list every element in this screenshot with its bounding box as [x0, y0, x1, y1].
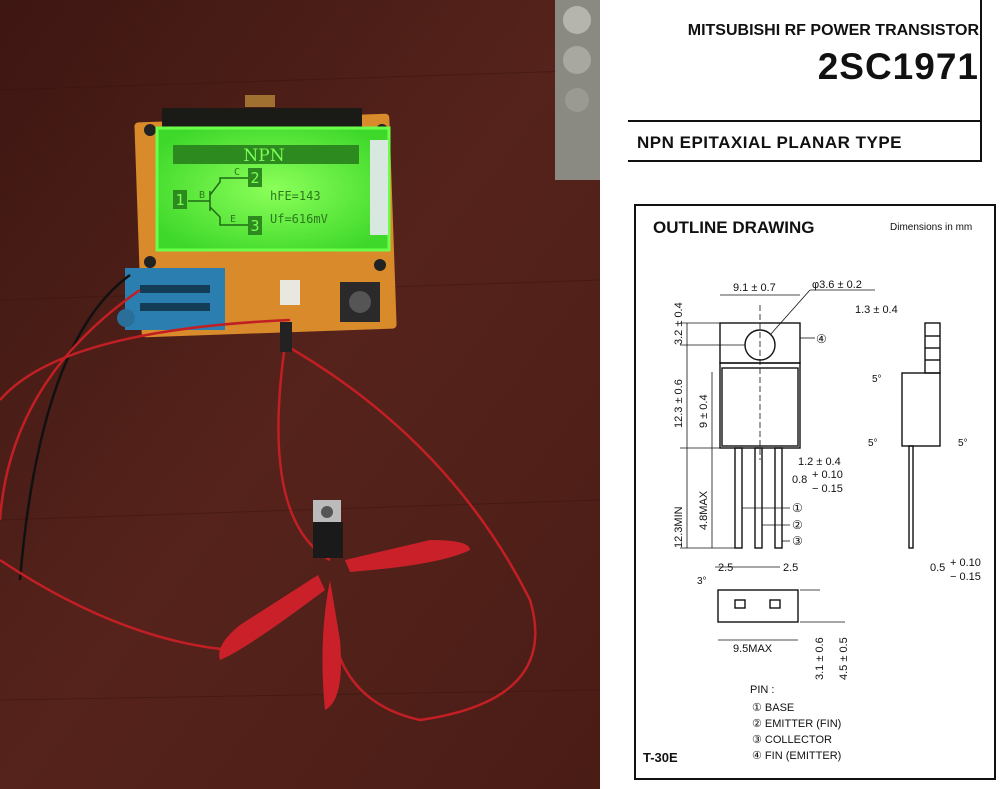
dim-lead-t: 0.5: [930, 562, 945, 574]
dim-lead-w2: 0.8: [792, 474, 807, 486]
dim-hole: φ3.6 ± 0.2: [812, 279, 862, 291]
callout-1: ①: [792, 501, 803, 515]
pin-2: ② EMITTER (FIN): [752, 718, 841, 730]
outline-drawing: OUTLINE DRAWING Dimensions in mm: [634, 204, 996, 780]
lcd-label-b: B: [199, 190, 205, 201]
dim-lead-t-plus: + 0.10: [950, 557, 981, 569]
pin-3: ③ COLLECTOR: [752, 734, 832, 746]
type-line: NPN EPITAXIAL PLANAR TYPE: [637, 133, 903, 152]
part-number: 2SC1971: [817, 46, 979, 87]
dim-lead-t-minus: − 0.15: [950, 571, 981, 583]
lcd-pin-base: 1: [175, 191, 184, 209]
dim-lead-max: 4.8MAX: [698, 490, 710, 530]
lcd-pin-collector: 2: [250, 169, 259, 187]
lcd-uf: Uf=616mV: [270, 212, 328, 226]
dim-angle: 3°: [697, 576, 707, 587]
dim-angle5a: 5°: [872, 374, 882, 385]
header-divider: [628, 120, 980, 122]
lcd-label-e: E: [230, 214, 236, 225]
callout-3: ③: [792, 534, 803, 548]
lcd-label-c: C: [234, 167, 240, 178]
dim-thickness: 1.3 ± 0.4: [855, 304, 898, 316]
datasheet-header: [628, 0, 982, 162]
dim-width: 9.1 ± 0.7: [733, 282, 776, 294]
units-note: Dimensions in mm: [890, 222, 972, 233]
manufacturer-line: MITSUBISHI RF POWER TRANSISTOR: [687, 22, 979, 39]
dim-pitch-left: 2.5: [718, 562, 733, 574]
dim-angle5b: 5°: [868, 438, 878, 449]
lcd-type-label: NPN: [243, 146, 284, 166]
alligator-clips: [219, 540, 470, 710]
pin-1: ① BASE: [752, 702, 794, 714]
dim-lead-w2-plus: + 0.10: [812, 469, 843, 481]
transistor-2sc1971: [313, 500, 343, 558]
zif-socket: [125, 268, 225, 330]
dim-lead-min: 12.3MIN: [673, 506, 685, 548]
tester-board: NPN 1 2 3 B C E hFE=143 Uf=616mV: [117, 95, 397, 338]
drawing-title: OUTLINE DRAWING: [653, 218, 815, 237]
lcd-pin-emitter: 3: [250, 217, 259, 235]
datasheet: MITSUBISHI RF POWER TRANSISTOR 2SC1971 N…: [600, 0, 1005, 789]
dim-lead-w1: 1.2 ± 0.4: [798, 456, 841, 468]
dim-bottom-h1: 3.1 ± 0.6: [814, 637, 826, 680]
dim-angle5c: 5°: [958, 438, 968, 449]
dim-top: 3.2 ± 0.4: [673, 302, 685, 345]
transistor-tester-photo: NPN 1 2 3 B C E hFE=143 Uf=616mV: [0, 0, 600, 789]
callout-2: ②: [792, 518, 803, 532]
dim-bottom-h2: 4.5 ± 0.5: [838, 637, 850, 680]
package-code: T-30E: [643, 750, 678, 765]
lcd-hfe: hFE=143: [270, 189, 321, 203]
dim-case-height: 9 ± 0.4: [698, 394, 710, 428]
pin-4: ④ FIN (EMITTER): [752, 750, 841, 762]
dim-bottom-width: 9.5MAX: [733, 643, 773, 655]
pin-title: PIN :: [750, 684, 774, 696]
callout-4: ④: [816, 332, 827, 346]
dim-lead-w2-minus: − 0.15: [812, 483, 843, 495]
dim-pitch-right: 2.5: [783, 562, 798, 574]
metal-bracket: [555, 0, 600, 180]
dim-body-height: 12.3 ± 0.6: [673, 379, 685, 428]
